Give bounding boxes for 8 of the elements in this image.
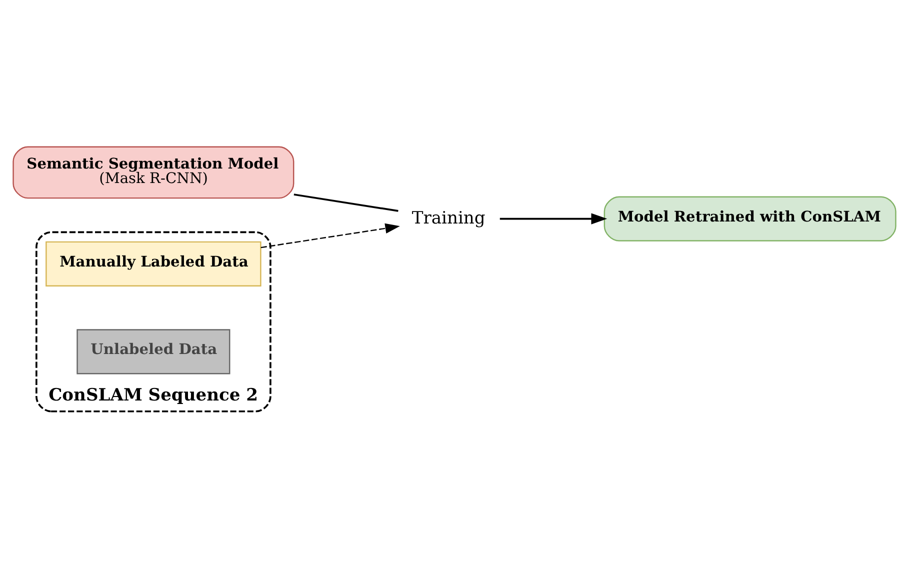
connector [294,193,398,212]
node-box: Unlabeled Data [76,328,230,374]
node-box: Model Retrained with ConSLAM [604,196,896,241]
arrow [260,222,400,248]
node-box: Manually Labeled Data [46,240,262,286]
arrow [500,212,608,224]
node-box: Semantic Segmentation Model (Mask R-CNN) [12,146,294,198]
node-text: Training [412,208,486,228]
